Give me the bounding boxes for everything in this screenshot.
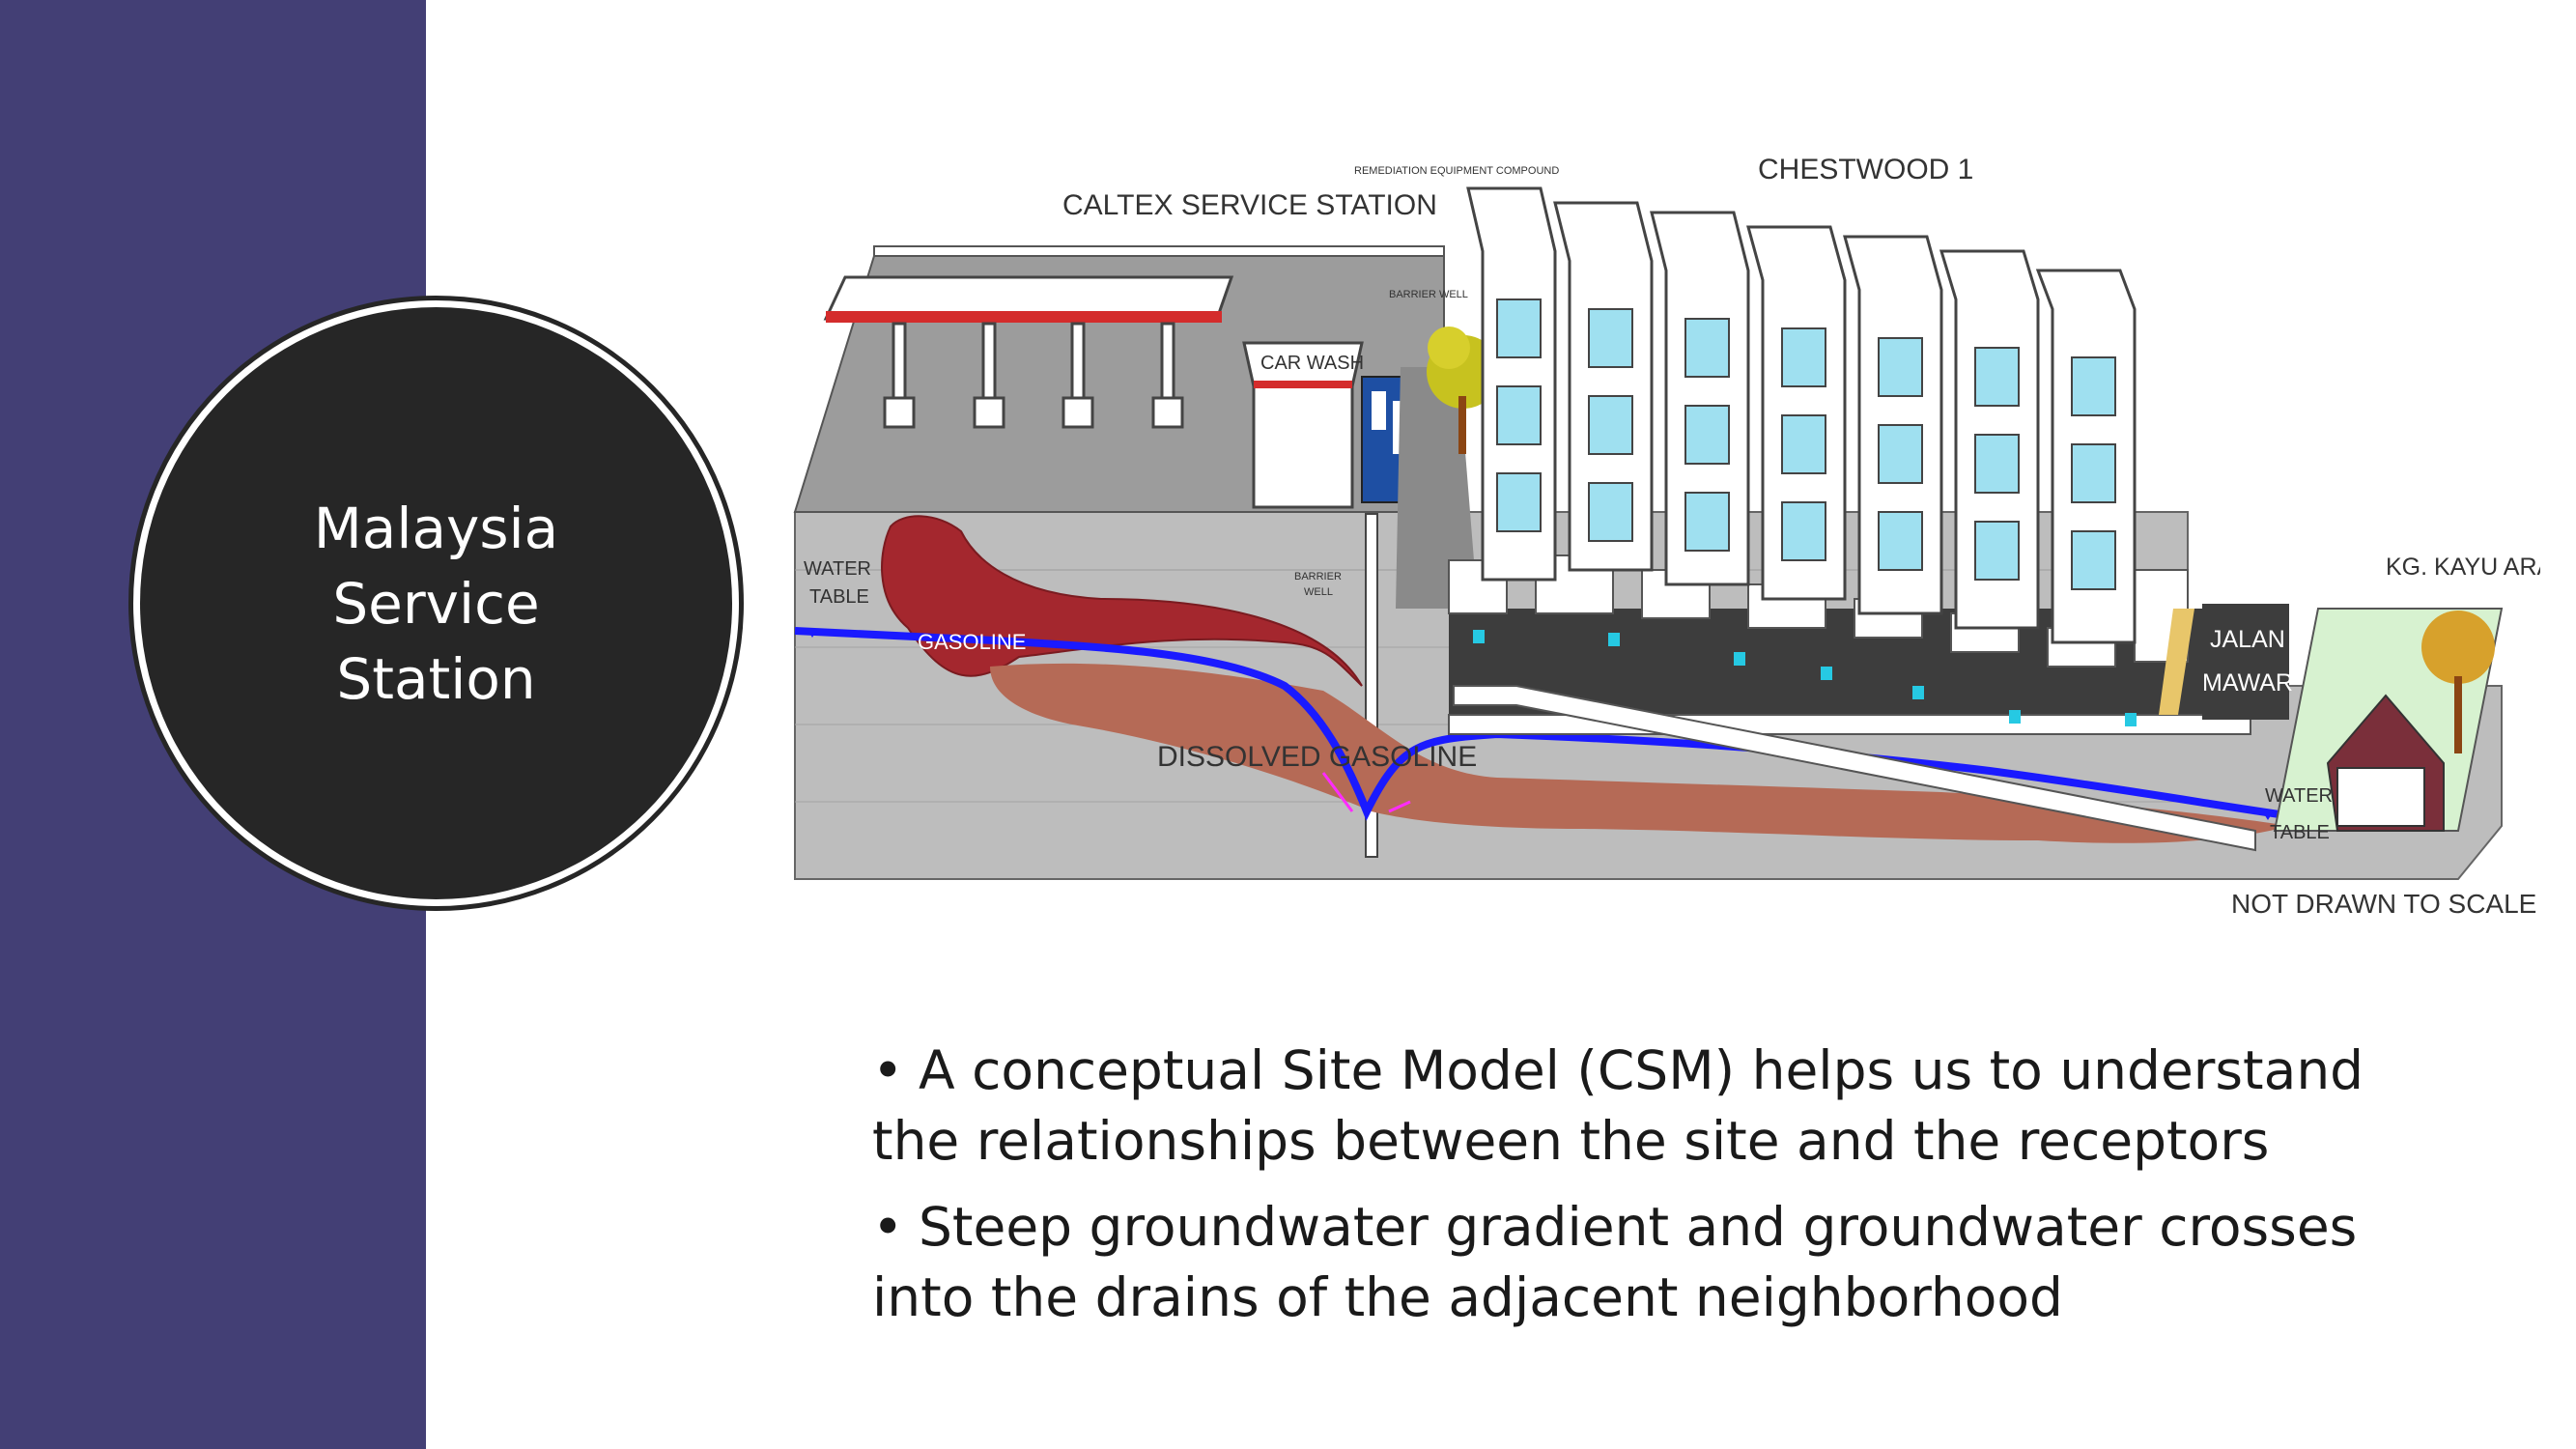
title-circle xyxy=(140,307,732,899)
label-barrier-well-mid: WELL xyxy=(1304,586,1333,598)
bullet-list: •A conceptual Site Model (CSM) helps us … xyxy=(872,1036,2379,1349)
label-kg-kayu-ara: KG. KAYU ARA xyxy=(2386,554,2540,581)
bullet-glyph: • xyxy=(872,1196,904,1258)
label-jalan-mawar: MAWAR xyxy=(2202,669,2293,696)
bullet-glyph: • xyxy=(872,1039,904,1101)
tree-right xyxy=(2421,611,2495,684)
dissolved-gasoline-plume xyxy=(990,663,2289,843)
slide-title-line: Malaysia xyxy=(313,495,559,561)
slide-title: Malaysia Service Station xyxy=(140,307,732,899)
bullet-text: Steep groundwater gradient and groundwat… xyxy=(872,1196,2358,1328)
label-dissolved: DISSOLVED GASOLINE xyxy=(1157,741,1477,773)
hedge xyxy=(1396,367,1478,609)
label-water-table-left: WATER xyxy=(804,558,871,580)
label-water-table-right: TABLE xyxy=(2270,822,2330,843)
bullet-item: •Steep groundwater gradient and groundwa… xyxy=(872,1192,2379,1333)
slide-title-line: Service xyxy=(332,570,540,637)
label-water-table-left: TABLE xyxy=(809,586,869,608)
label-not-to-scale: NOT DRAWN TO SCALE xyxy=(2231,889,2536,919)
label-car-wash: CAR WASH xyxy=(1260,353,1364,374)
jalan-mawar-road xyxy=(2202,604,2289,720)
drain-channel xyxy=(1453,685,2256,852)
label-barrier-well-top: BARRIER WELL xyxy=(1389,289,1468,300)
label-jalan-mawar: JALAN xyxy=(2210,626,2285,653)
label-gasoline: GASOLINE xyxy=(918,630,1026,654)
label-barrier-well-mid: BARRIER xyxy=(1294,571,1342,582)
chestwood-shophouses xyxy=(1466,186,2137,644)
groundwater-table-line xyxy=(794,627,2329,825)
conceptual-site-model-diagram: CALTEX SERVICE STATION REMEDIATION EQUIP… xyxy=(793,154,2540,919)
label-chestwood: CHESTWOOD 1 xyxy=(1758,154,1973,185)
slide-title-line: Station xyxy=(336,645,536,712)
bullet-item: •A conceptual Site Model (CSM) helps us … xyxy=(872,1036,2379,1177)
label-water-table-right: WATER xyxy=(2265,785,2333,807)
label-remediation: REMEDIATION EQUIPMENT COMPOUND xyxy=(1354,165,1559,177)
bullet-text: A conceptual Site Model (CSM) helps us t… xyxy=(872,1039,2364,1172)
fuel-pumps xyxy=(883,322,1184,429)
label-caltex: CALTEX SERVICE STATION xyxy=(1062,189,1437,221)
